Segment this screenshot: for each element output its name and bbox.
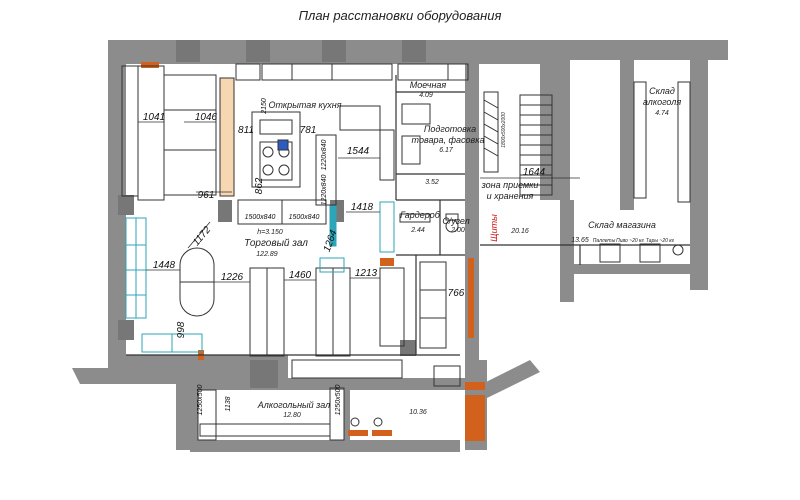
room-washroom-area: 4.09 xyxy=(419,92,433,99)
rack-size-2: 1250x500 xyxy=(335,385,342,416)
dim-1172: 1172 xyxy=(191,224,214,248)
dim-811: 811 xyxy=(238,125,254,136)
dim-1226: 1226 xyxy=(221,272,244,283)
room-receiving: зона приемки xyxy=(481,180,539,190)
rack-size-1: 1250x500 xyxy=(197,385,204,416)
dim-1138: 1138 xyxy=(225,396,232,411)
room-ceiling-height: h=3.150 xyxy=(257,229,283,236)
room-sales-hall: Торговый зал xyxy=(244,238,308,249)
bench-size-2: 1500x840 xyxy=(289,214,320,221)
room-wc: С/узел xyxy=(442,216,469,226)
room-small-area: 3.52 xyxy=(425,179,439,186)
dimension-lines xyxy=(138,121,580,283)
staircase xyxy=(519,94,553,196)
note-pallets-left: Паллеты xyxy=(593,238,616,244)
pillars xyxy=(118,40,426,388)
counter-size-1: 1220x840 xyxy=(321,140,328,171)
room-receiving-area: 20.16 xyxy=(510,228,529,235)
room-washroom: Моечная xyxy=(410,80,447,90)
dim-862: 862 xyxy=(254,177,265,194)
note-rack-size: 1800x500x2000 xyxy=(501,112,507,148)
dim-1041: 1041 xyxy=(143,112,165,123)
dim-766: 766 xyxy=(448,288,465,299)
plan-title: План расстановки оборудования xyxy=(299,8,502,23)
dim-961: 961 xyxy=(198,190,215,201)
room-shop-storage: Склад магазина xyxy=(588,220,656,230)
room-alc-hall-area: 12.80 xyxy=(283,412,301,419)
note-pallets-mid: Пиво ~20 кг xyxy=(616,238,644,244)
room-alc-storage-area: 4.74 xyxy=(655,110,669,117)
dim-1544: 1544 xyxy=(347,146,370,157)
dim-1213: 1213 xyxy=(355,268,378,279)
room-cloakroom: Гардероб xyxy=(400,210,441,220)
room-receiving2: и хранения xyxy=(487,191,534,201)
dim-781: 781 xyxy=(300,125,317,136)
room-sales-hall-area: 122.89 xyxy=(256,251,278,258)
counter-size-2: 1220x840 xyxy=(321,175,328,206)
room-prep-area: 6.17 xyxy=(439,147,454,154)
room-cloakroom-area: 2.44 xyxy=(410,227,425,234)
dim-1046: 1046 xyxy=(195,112,218,123)
dim-2150: 2150 xyxy=(261,98,268,115)
dim-1448: 1448 xyxy=(153,260,176,271)
walls xyxy=(72,40,728,452)
label-panels: Щиты xyxy=(489,214,499,242)
room-alc-hall: Алкогольный зал xyxy=(257,400,330,410)
equipment xyxy=(121,63,691,441)
room-prep: Подготовка xyxy=(424,124,476,134)
room-corner-area: 10.36 xyxy=(409,409,427,416)
note-pallets-right: Тары ~20 кг xyxy=(646,238,675,244)
dim-1644: 1644 xyxy=(523,167,546,178)
room-prep2: товара, фасовка xyxy=(412,135,485,145)
dim-1460: 1460 xyxy=(289,270,312,281)
dim-998: 998 xyxy=(176,321,187,338)
room-alc-storage: Склад xyxy=(649,86,675,96)
room-shop-storage-area: 13.65 xyxy=(571,237,589,244)
dim-1264: 1264 xyxy=(322,228,340,253)
room-wc-area: 2.00 xyxy=(450,227,465,234)
dim-1418: 1418 xyxy=(351,202,374,213)
partitions xyxy=(126,75,690,356)
room-alc-storage2: алкоголя xyxy=(643,97,681,107)
bench-size-1: 1500x840 xyxy=(245,214,276,221)
room-open-kitchen: Открытая кухня xyxy=(268,100,341,110)
